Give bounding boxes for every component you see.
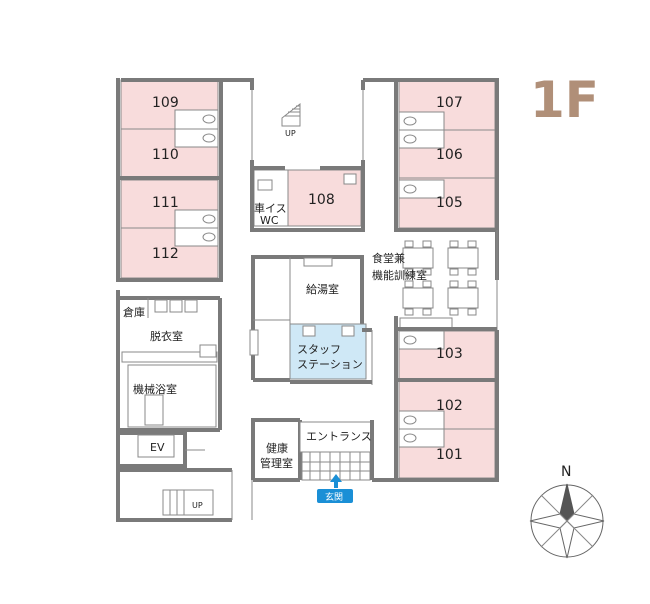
dressing-room-label: 脱衣室	[150, 329, 183, 343]
stairs-bottom-up-label: UP	[192, 501, 203, 510]
dining-label-line1: 食堂兼	[372, 251, 405, 265]
elevator[interactable]	[137, 434, 175, 458]
toilet-106-icon	[398, 129, 445, 149]
entrance-hall[interactable]	[299, 421, 373, 453]
room-109-label: 109	[152, 95, 179, 111]
room-102-label: 102	[436, 398, 463, 414]
compass-icon	[529, 483, 605, 559]
room-106-label: 106	[436, 147, 463, 163]
staff-station-label-line1: スタッフ	[297, 343, 341, 356]
toilet-105-icon	[398, 179, 445, 199]
ev-label: EV	[150, 441, 165, 454]
stairs-top-up-label: UP	[285, 129, 296, 138]
stairs-bottom-icon	[162, 489, 214, 516]
wc-label-line2: WC	[260, 214, 279, 227]
lower-right-rooms	[394, 316, 499, 482]
dining-tables	[402, 240, 479, 316]
entrance-arrow-icon	[330, 474, 342, 488]
toilet-110-icon	[174, 128, 219, 148]
toilet-101-icon	[398, 428, 445, 448]
floor-label: 1F	[530, 71, 599, 129]
right-wing	[363, 78, 499, 330]
room-101-label: 101	[436, 447, 463, 463]
entrance-area	[251, 418, 396, 503]
top-middle	[250, 80, 365, 232]
entrance-label: エントランス	[306, 430, 372, 443]
front-door-label: 玄関	[325, 491, 343, 503]
compass-north-label: N	[561, 464, 571, 480]
left-wing	[116, 78, 254, 282]
room-112-label: 112	[152, 246, 179, 262]
staff-station-label-line2: ステーション	[297, 358, 363, 371]
storage-label: 倉庫	[123, 305, 145, 319]
stairs-top-icon	[281, 102, 301, 127]
machine-bath-label: 機械浴室	[133, 382, 177, 396]
machine-bath-area[interactable]	[127, 364, 217, 428]
front-door-badge[interactable]	[317, 489, 353, 503]
dining-label-line2: 機能訓練室	[372, 268, 427, 282]
room-105-label: 105	[436, 195, 463, 211]
wc-label-line1: 車イス	[254, 201, 287, 215]
toilet-112-icon	[174, 227, 219, 247]
left-lower	[116, 290, 253, 522]
wheelchair-wc[interactable]	[253, 169, 289, 227]
room-108-label: 108	[308, 192, 335, 208]
room-107-label: 107	[436, 95, 463, 111]
center-block	[249, 255, 373, 385]
health-room-label-line2: 管理室	[260, 456, 293, 470]
kitchen-prep-label: 給湯室	[306, 282, 339, 296]
room-111-label: 111	[152, 195, 179, 211]
health-room-label-line1: 健康	[266, 441, 288, 455]
room-103-label: 103	[436, 346, 463, 362]
room-110-label: 110	[152, 147, 179, 163]
